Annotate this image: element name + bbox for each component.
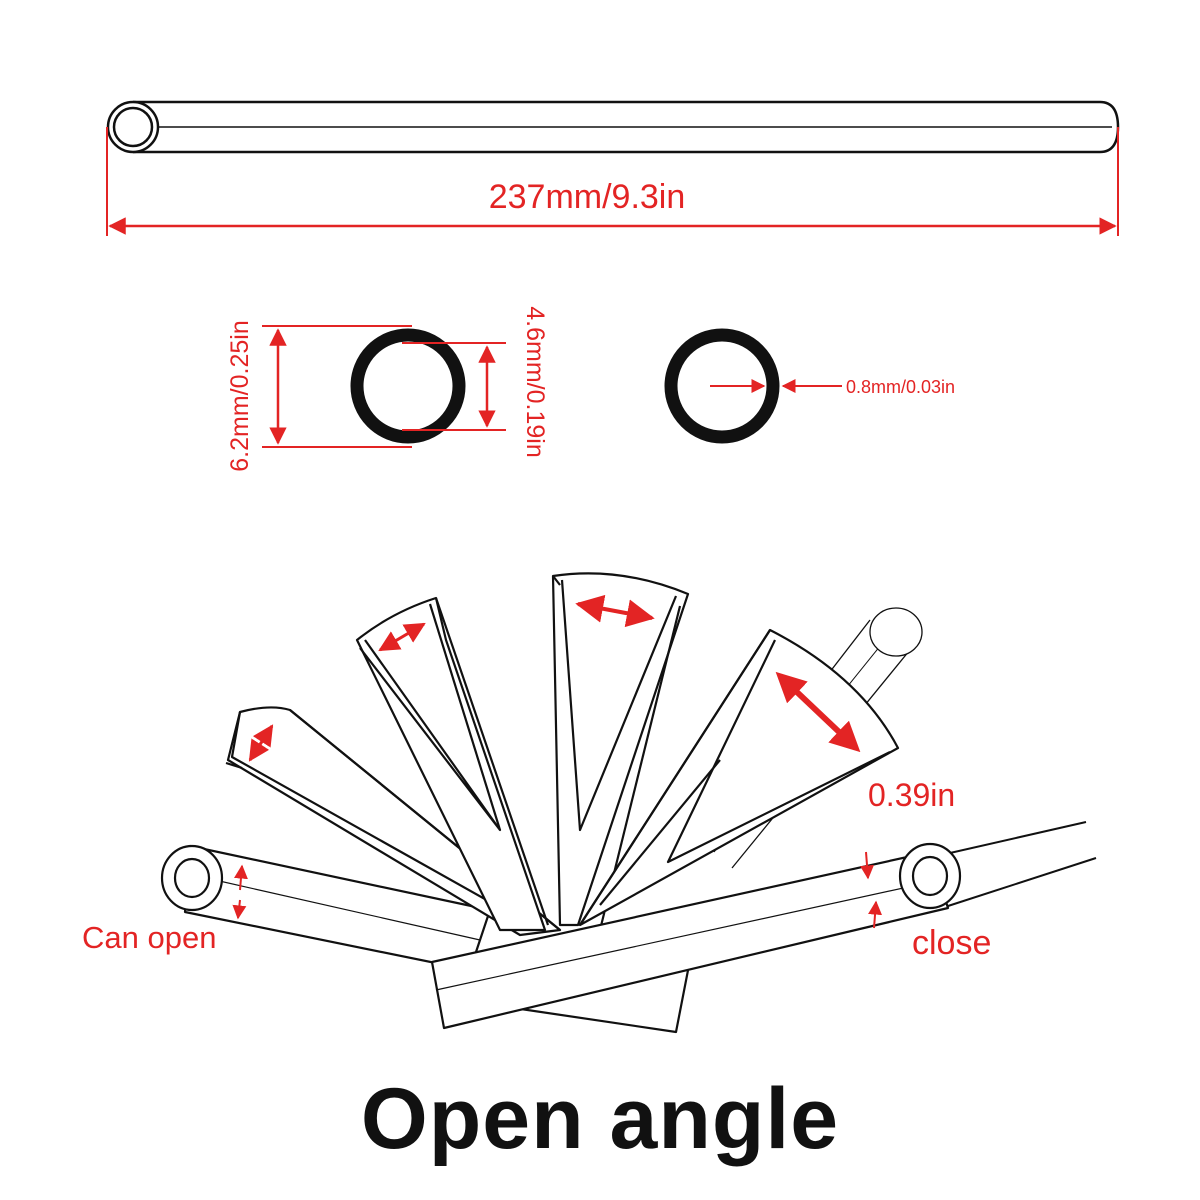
- full-tube: [106, 100, 1120, 154]
- tube-can-open: [160, 844, 492, 972]
- length-label: 237mm/9.3in: [489, 178, 686, 216]
- length-dimension: 237mm/9.3in: [106, 127, 1119, 236]
- caption-title: Open angle: [360, 1071, 840, 1167]
- close-label: close: [912, 924, 991, 962]
- open-angle-fan: [160, 572, 1097, 1034]
- opened-tube-2: [355, 596, 550, 932]
- inner-diameter-label: 4.6mm/0.19in: [521, 306, 549, 457]
- wall-thickness-label: 0.8mm/0.03in: [846, 377, 955, 397]
- cross-section-diameters: 6.2mm/0.25in 4.6mm/0.19in: [226, 306, 549, 471]
- tube-close: [430, 821, 1097, 1030]
- opening-arrows: [232, 594, 883, 929]
- outer-diameter-label: 6.2mm/0.25in: [226, 320, 254, 471]
- can-open-label: Can open: [82, 920, 216, 955]
- opening-width-label: 0.39in: [868, 777, 955, 813]
- cross-section-wall: 0.8mm/0.03in: [664, 328, 955, 444]
